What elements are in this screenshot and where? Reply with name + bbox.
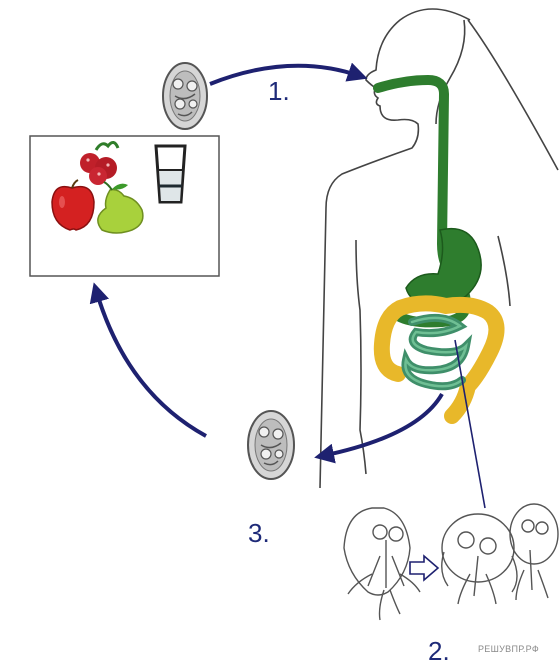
label-step-2: 2. <box>428 636 450 666</box>
berries-icon <box>80 141 120 185</box>
label-step-1: 1. <box>268 76 290 106</box>
arrow-intestine-to-cyst <box>314 392 444 464</box>
giardia-trophozoite-pair <box>441 503 559 605</box>
giardia-trophozoite-left <box>343 507 421 621</box>
pear-icon <box>97 181 144 234</box>
pointer-line <box>454 339 486 509</box>
digestive-tract <box>373 74 505 424</box>
label-step-3: 3. <box>248 518 270 548</box>
arrow-cyst-to-mouth <box>209 62 368 86</box>
apple-icon <box>51 179 95 231</box>
arrow-cyst-to-food <box>89 282 207 438</box>
glass-icon <box>154 144 187 204</box>
food-box <box>29 135 220 277</box>
transform-arrow <box>409 554 440 582</box>
cyst-icon-top <box>162 62 208 130</box>
cyst-icon-bottom <box>247 410 295 480</box>
watermark: РЕШУВПР.РФ <box>478 644 539 654</box>
